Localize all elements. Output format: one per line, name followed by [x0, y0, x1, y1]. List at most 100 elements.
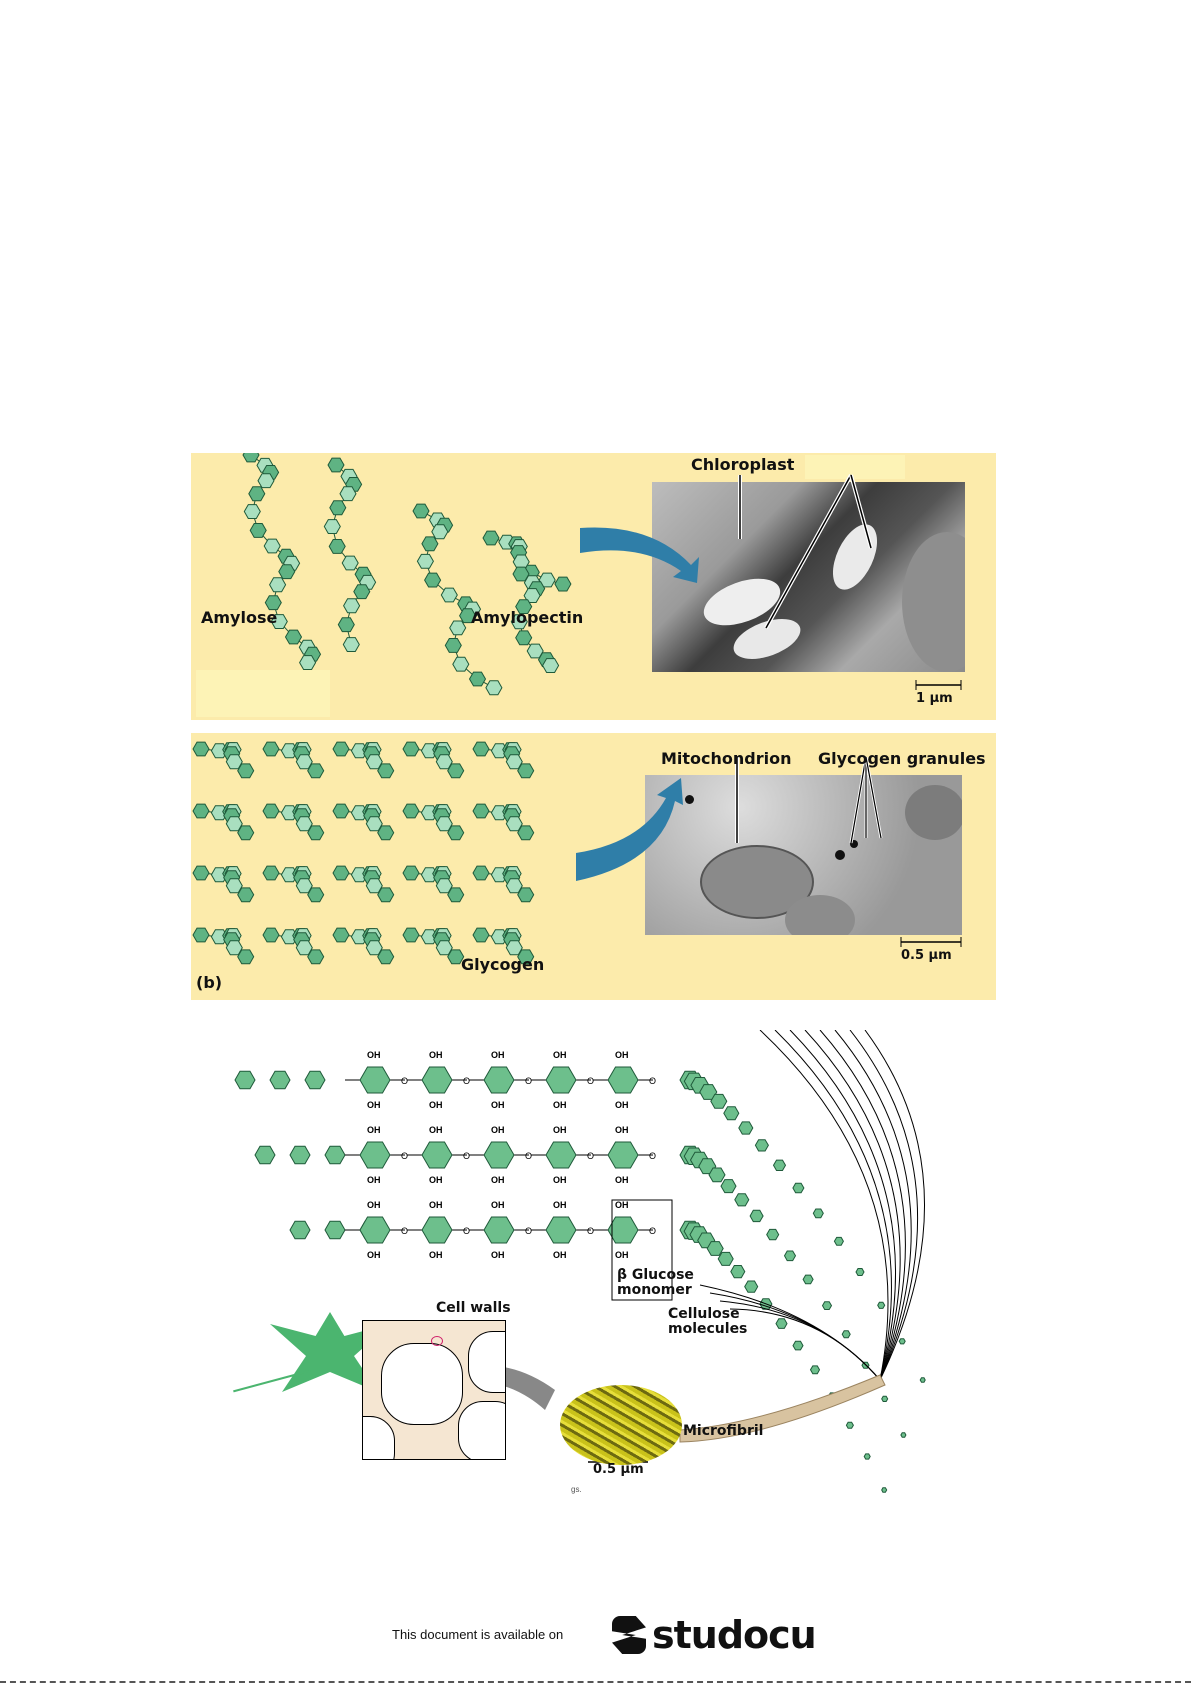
glucose-unit	[710, 1093, 728, 1109]
glucose-unit	[237, 949, 255, 965]
cellulose-strand	[849, 1030, 918, 1381]
label-chloroplast: Chloroplast	[691, 455, 795, 474]
atom-label: O	[463, 1151, 470, 1161]
glucose-unit	[210, 867, 228, 883]
starch-panel: Chloroplast Amylose Amylopectin 1 µm	[191, 453, 996, 720]
glucose-unit	[278, 564, 296, 580]
glucose-unit	[517, 763, 535, 779]
label-molecules: molecules	[668, 1321, 748, 1337]
glucose-unit	[192, 865, 210, 881]
atom-label: OH	[429, 1100, 443, 1110]
glucose-unit	[744, 1280, 759, 1293]
glucose-unit	[435, 940, 453, 956]
glucose-unit	[545, 1066, 577, 1094]
glucose-unit	[881, 1395, 889, 1402]
atom-label: O	[649, 1226, 656, 1236]
glucose-unit	[783, 1250, 797, 1262]
cellulose-strand	[819, 1030, 906, 1381]
glucose-unit	[280, 929, 298, 945]
glucose-unit	[280, 867, 298, 883]
glucose-unit	[802, 1274, 814, 1285]
label-beta-glucose: β Glucose	[617, 1267, 694, 1283]
glucose-unit	[855, 1268, 865, 1276]
atom-label: O	[649, 1151, 656, 1161]
glucose-unit	[307, 825, 325, 841]
atom-label: O	[463, 1226, 470, 1236]
scale-bar-label: 1 µm	[916, 691, 953, 706]
glucose-unit	[542, 658, 560, 673]
glucose-unit	[225, 816, 243, 832]
plant-cells-box	[362, 1320, 506, 1460]
atom-label: OH	[553, 1175, 567, 1185]
glucose-unit	[919, 1377, 926, 1383]
chloroplast-micrograph	[652, 482, 965, 672]
atom-label: OH	[429, 1250, 443, 1260]
glucose-unit	[295, 878, 313, 894]
blank-label-box	[196, 670, 330, 717]
atom-label: OH	[491, 1050, 505, 1060]
glucose-unit	[262, 741, 280, 757]
glucose-unit	[402, 927, 420, 943]
atom-label: OH	[615, 1200, 629, 1210]
atom-label: O	[401, 1151, 408, 1161]
glucose-unit	[420, 929, 438, 945]
glucose-unit	[329, 500, 347, 516]
glucose-unit	[720, 1179, 737, 1194]
glucose-unit	[421, 1066, 453, 1094]
glucose-unit	[332, 865, 350, 881]
glucose-unit	[472, 741, 490, 757]
atom-label: O	[525, 1151, 532, 1161]
glucose-unit	[490, 743, 508, 759]
cellulose-strand	[864, 1030, 925, 1381]
glucose-unit	[821, 1301, 833, 1310]
glucose-unit	[192, 927, 210, 943]
atom-label: OH	[429, 1125, 443, 1135]
glucose-unit	[607, 1141, 639, 1169]
glucose-unit	[257, 473, 275, 489]
glucose-unit	[841, 1330, 851, 1339]
scale-bar-label: 0.5 µm	[593, 1462, 644, 1477]
glucose-unit	[482, 530, 500, 546]
glucose-unit	[289, 1220, 311, 1240]
glucose-unit	[402, 865, 420, 881]
glucose-unit	[324, 1220, 346, 1240]
atom-label: OH	[615, 1175, 629, 1185]
glucose-unit	[289, 1145, 311, 1165]
glycogen-panel: Mitochondrion Glycogen granules Glycogen…	[191, 733, 996, 1000]
glucose-unit	[225, 940, 243, 956]
logo-mark-icon	[612, 1616, 646, 1654]
glucose-unit	[505, 878, 523, 894]
glucose-unit	[237, 887, 255, 903]
label-glycogen: Glycogen	[461, 955, 545, 974]
glucose-unit	[342, 637, 360, 652]
glucose-unit	[248, 486, 266, 502]
glucose-unit	[554, 576, 572, 592]
glucose-unit	[505, 816, 523, 832]
atom-label: O	[401, 1076, 408, 1086]
glucose-unit	[431, 524, 449, 540]
studocu-logo[interactable]: studocu	[612, 1613, 817, 1657]
glucose-unit	[332, 927, 350, 943]
glucose-unit	[225, 878, 243, 894]
glucose-unit	[734, 1193, 750, 1207]
cellulose-strand	[804, 1030, 901, 1381]
atom-label: OH	[367, 1100, 381, 1110]
atom-label: O	[587, 1151, 594, 1161]
glucose-unit	[416, 553, 434, 569]
glucose-unit	[766, 1228, 780, 1241]
microfibril-micrograph	[560, 1385, 682, 1465]
glucose-unit	[754, 1139, 769, 1152]
glucose-unit	[304, 1070, 326, 1090]
glucose-unit	[444, 638, 462, 653]
glucose-unit	[517, 825, 535, 841]
glucose-unit	[254, 1145, 276, 1165]
atom-label: O	[587, 1226, 594, 1236]
glucose-unit	[723, 1106, 740, 1121]
glucose-unit	[323, 519, 341, 534]
microfibril-fiber	[679, 1374, 886, 1443]
glucose-unit	[490, 805, 508, 821]
glucose-unit	[328, 539, 346, 554]
glucose-unit	[284, 629, 303, 645]
glucose-unit	[523, 588, 541, 603]
glucose-unit	[192, 803, 210, 819]
